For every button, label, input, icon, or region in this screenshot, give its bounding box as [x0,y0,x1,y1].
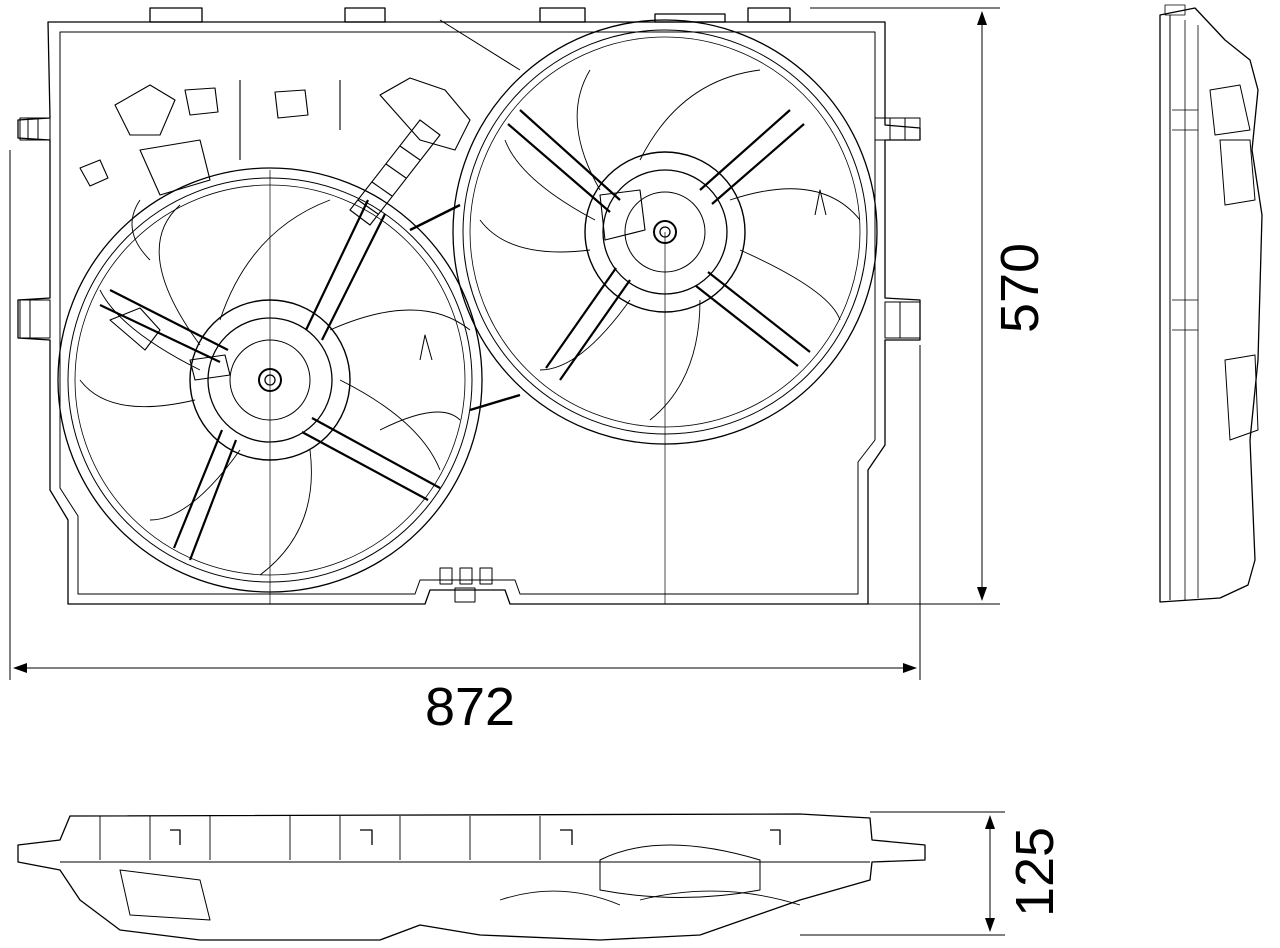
bottom-view [17,813,926,941]
height-dimension-label: 570 [990,243,1050,333]
width-dimension [9,150,921,680]
front-view [17,7,921,605]
depth-dimension [800,811,1005,936]
wiring-harness [79,19,646,412]
side-view [1159,4,1263,603]
mounting-tab [149,7,791,23]
depth-dimension-label: 125 [1005,827,1065,917]
height-dimension [810,7,1000,605]
width-dimension-label: 872 [425,677,515,737]
